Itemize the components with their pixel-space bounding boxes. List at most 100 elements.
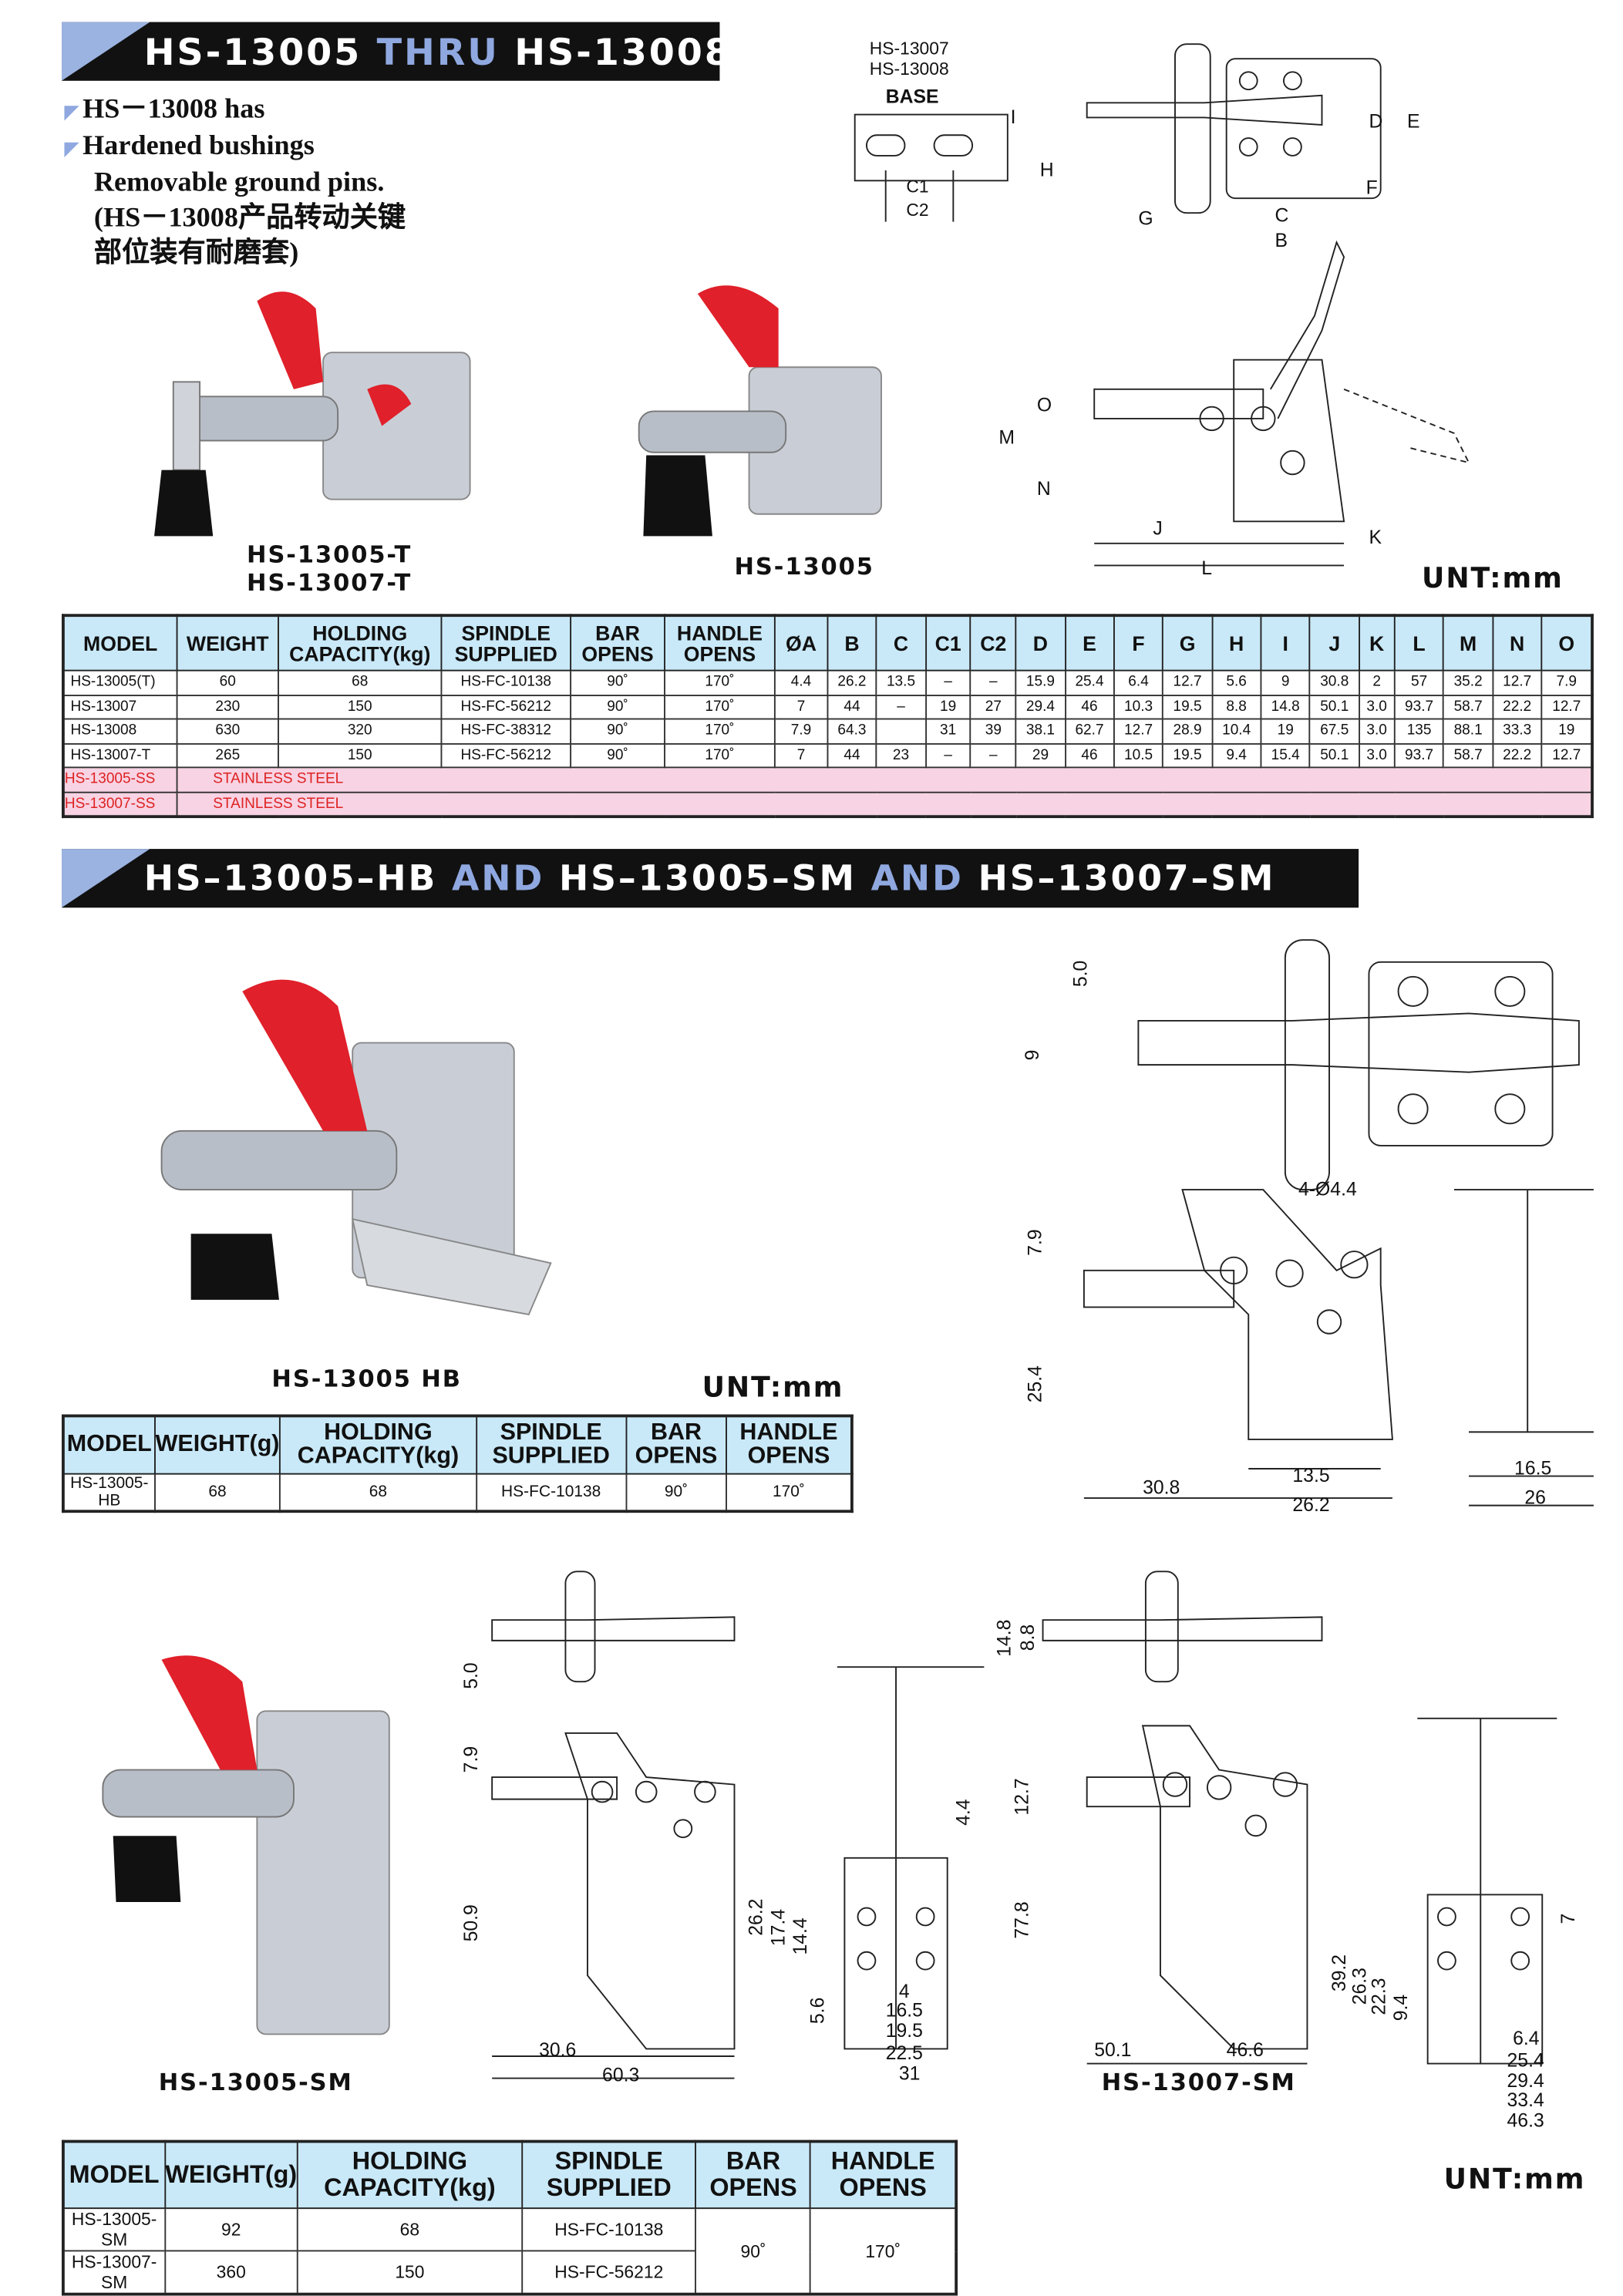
table-cell: 19.5 [1162, 694, 1213, 720]
table-cell: 150 [278, 742, 443, 769]
sm7-technical-drawing [1042, 1571, 1557, 2065]
column-header: HOLDING CAPACITY(kg) [279, 1415, 477, 1475]
dim-label: 16.5 [1514, 1456, 1552, 1480]
clamp-photo-13005-hb [160, 979, 552, 1316]
table-cell: HS-FC-10138 [475, 1473, 627, 1513]
table-cell: 630 [176, 718, 279, 744]
table-cell: HS-13005-SS [62, 766, 178, 793]
column-header: K [1358, 614, 1396, 672]
dim-label: 26.2 [1292, 1493, 1330, 1516]
dim-label: 26 [1524, 1486, 1546, 1509]
dim-o: O [1036, 393, 1052, 416]
table-cell: 62.7 [1064, 718, 1115, 744]
dim-label: 30.6 [539, 2038, 577, 2061]
table-cell: 19.5 [1162, 742, 1213, 769]
table-cell: 13.5 [875, 669, 927, 695]
dim-label: 7.9 [460, 1746, 482, 1773]
column-header: HOLDING CAPACITY(kg) [297, 2140, 523, 2210]
dim-label: 22.3 [1367, 1978, 1390, 2015]
table-cell: 92 [163, 2207, 299, 2252]
dim-label: 9 [1020, 1049, 1043, 1061]
dim-e: E [1406, 109, 1420, 133]
column-header: G [1162, 614, 1213, 672]
column-header: H [1211, 614, 1262, 672]
table-cell: STAINLESS STEEL [176, 766, 1593, 793]
dim-label: 29.4 [1507, 2069, 1544, 2092]
dim-label: 25.4 [1023, 1365, 1046, 1403]
table-cell: – [875, 694, 927, 720]
dim-b: B [1274, 229, 1288, 251]
column-header: WEIGHT(g) [153, 1415, 281, 1475]
dim-c1: C1 [906, 176, 929, 197]
table-cell: – [970, 669, 1017, 695]
table-cell: 22.2 [1491, 742, 1543, 769]
column-header: E [1064, 614, 1115, 672]
table-cell: 29 [1015, 742, 1066, 769]
dim-label: 7 [1557, 1913, 1579, 1924]
table-cell: HS-13008 [62, 718, 178, 744]
dim-k: K [1369, 525, 1382, 548]
table-cell: 90˚ [625, 1473, 727, 1513]
column-header: SPINDLE SUPPLIED [520, 2140, 697, 2210]
table-cell: 170˚ [664, 669, 776, 695]
unit-label: UNT:mm [1422, 562, 1564, 595]
dim-c2: C2 [906, 200, 929, 221]
column-header: L [1393, 614, 1445, 672]
title-hb: HS–13005–HB [143, 857, 438, 899]
table-cell: 15.9 [1015, 669, 1066, 695]
column-header: ØA [773, 614, 829, 672]
column-header: MODEL [62, 1415, 156, 1475]
dim-j: J [1153, 517, 1163, 540]
table-cell: 12.7 [1541, 694, 1593, 720]
table-cell: 93.7 [1393, 742, 1445, 769]
base-label: BASE [885, 85, 939, 108]
table-cell: 135 [1393, 718, 1445, 744]
table-cell: 90˚ [570, 669, 665, 695]
column-header: WEIGHT [176, 614, 279, 672]
dim-label: 14.8 [992, 1619, 1015, 1657]
table-cell: 26.2 [827, 669, 877, 695]
column-header: C2 [970, 614, 1017, 672]
table-cell: 27 [970, 694, 1017, 720]
table-cell: 12.7 [1541, 742, 1593, 769]
table-cell: 10.5 [1113, 742, 1164, 769]
title-and: AND [870, 857, 964, 899]
table-cell: 14.8 [1260, 694, 1311, 720]
unit-label: UNT:mm [1443, 2163, 1586, 2196]
section-banner-2: HS–13005–HB AND HS–13005–SM AND HS–13007… [62, 849, 1359, 908]
column-header: I [1260, 614, 1311, 672]
table-cell: HS-13007 [62, 694, 178, 720]
table-cell: 64.3 [827, 718, 877, 744]
title-thru: THRU [376, 30, 500, 73]
dim-label: 16.5 [885, 1998, 923, 2022]
base-drawing [854, 113, 1008, 222]
table-cell: 3.0 [1358, 694, 1396, 720]
table-cell: 150 [278, 694, 443, 720]
table-cell: STAINLESS STEEL [176, 790, 1593, 818]
table-cell: – [970, 742, 1017, 769]
column-header: F [1113, 614, 1164, 672]
note-line: 部位装有耐磨套) [93, 237, 299, 269]
column-header: D [1015, 614, 1066, 672]
dim-label: 4.4 [951, 1799, 975, 1826]
table-cell: 50.1 [1309, 694, 1360, 720]
title-a: HS-13005 [143, 30, 362, 73]
dim-label: 26.2 [744, 1898, 767, 1936]
dim-label: 8.8 [1016, 1624, 1039, 1651]
dim-label: 25.4 [1507, 2049, 1544, 2072]
dim-n: N [1036, 477, 1051, 500]
dim-label: 39.2 [1328, 1954, 1350, 1992]
column-header: HANDLE OPENS [726, 1415, 853, 1475]
dim-label: 60.3 [602, 2063, 640, 2086]
table-cell: 30.8 [1309, 669, 1360, 695]
table-cell: 10.4 [1211, 718, 1262, 744]
table-cell: HS-FC-56212 [440, 742, 572, 769]
table-cell: 46 [1064, 742, 1115, 769]
